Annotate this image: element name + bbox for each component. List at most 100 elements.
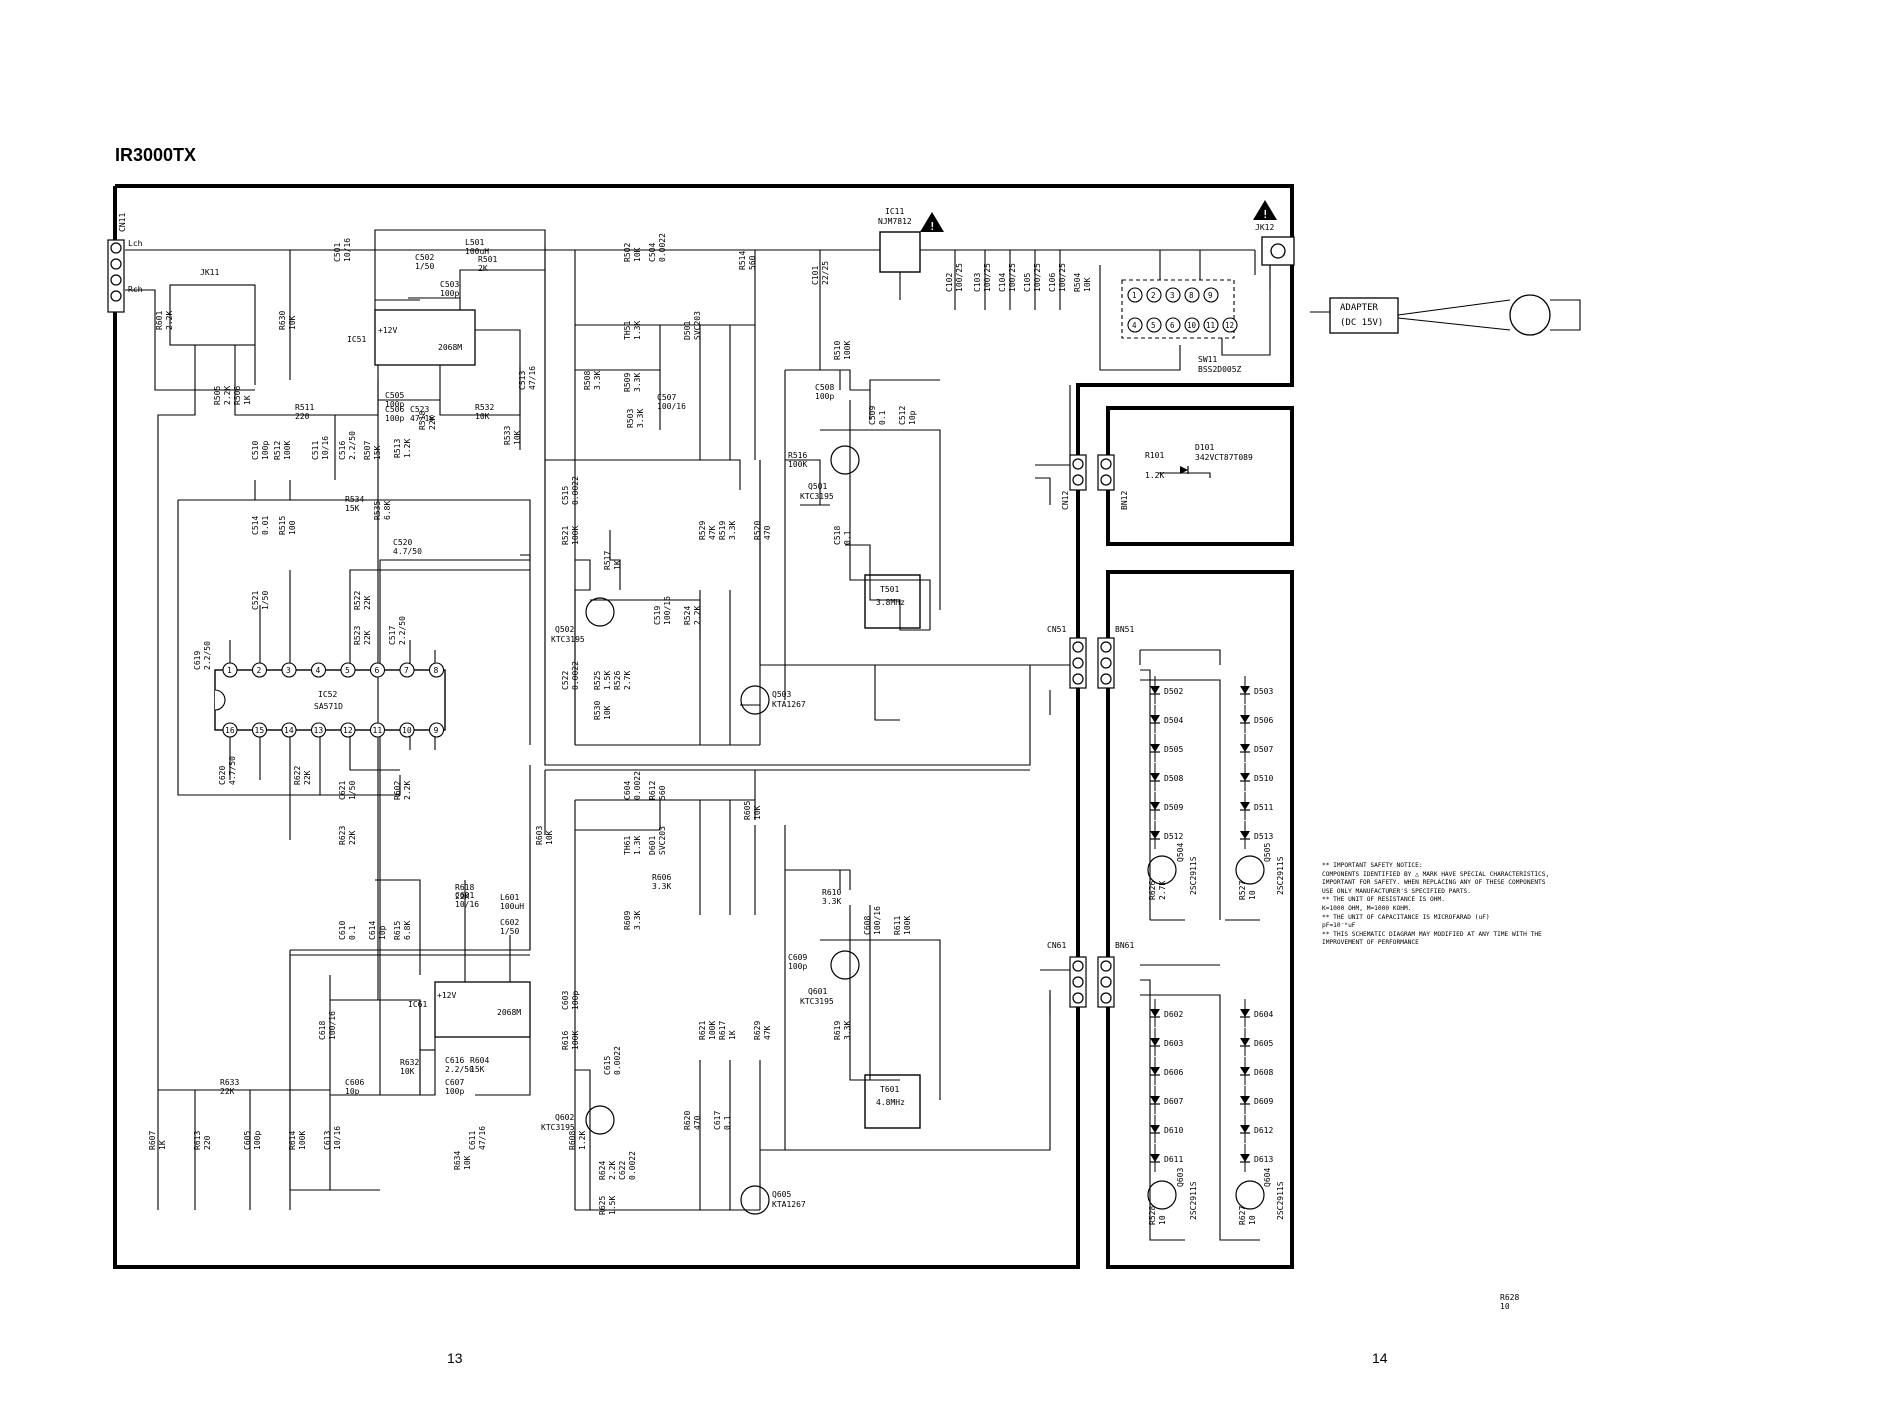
component-value: 100K — [788, 460, 807, 469]
switch-part: BSS2D005Z — [1198, 365, 1242, 374]
component-ref: R606 — [652, 873, 671, 882]
component-value: 22K — [363, 630, 372, 645]
transistor-q601-part: KTC3195 — [800, 997, 834, 1006]
ic52-pin-number: 16 — [225, 726, 235, 735]
component-value: 1.5K — [603, 671, 612, 690]
ic52-pin: 5 — [340, 662, 356, 678]
safety-note-line: ** THE UNIT OF CAPACITANCE IS MICROFARAD… — [1322, 913, 1490, 921]
led-board-top-frame — [1106, 406, 1294, 546]
ic52-part: SA571D — [314, 702, 343, 711]
component-ref: R507 — [363, 441, 372, 460]
transistor-q605-part: KTA1267 — [772, 1200, 806, 1209]
crystal-t501-freq: 3.8MHz — [876, 598, 905, 607]
ic52-pin: 3 — [281, 662, 297, 678]
switch-pin: 8 — [1184, 287, 1200, 303]
component-ref: R632 — [400, 1058, 419, 1067]
component-value: 100K — [843, 341, 852, 360]
switch-pin: 5 — [1146, 317, 1162, 333]
component-ref: R619 — [833, 1021, 842, 1040]
led-label: D613 — [1254, 1155, 1273, 1164]
component-value: 1.5K — [608, 1196, 617, 1215]
ic51-ref: IC51 — [347, 335, 366, 344]
ic61-supply: +12V — [437, 991, 456, 1000]
ic52-pin-number: 4 — [316, 666, 321, 675]
component-value: 10K — [633, 247, 642, 262]
switch-pin-number: 11 — [1206, 321, 1215, 330]
component-value: 6.8K — [403, 921, 412, 940]
component-ref: C605 — [243, 1131, 252, 1150]
component-ref: R524 — [683, 606, 692, 625]
switch-pin: 4 — [1127, 317, 1143, 333]
component-ref: R511 — [295, 403, 314, 412]
led-diode: D512 — [1150, 821, 1183, 849]
component-ref: C104 — [998, 273, 1007, 292]
led-label: D511 — [1254, 803, 1273, 812]
safety-note-line: pF=10⁻⁶uF — [1322, 922, 1356, 930]
component-value: 10 — [1248, 890, 1257, 900]
ic52-ref: IC52 — [318, 690, 337, 699]
component-ref: R610 — [822, 888, 841, 897]
led-diode: D502 — [1150, 676, 1183, 704]
transistor-q503-ref: Q503 — [772, 690, 791, 699]
component-value: 10/16 — [333, 1126, 342, 1150]
ic51-part: 2068M — [438, 343, 462, 352]
switch-pin-number: 1 — [1132, 291, 1137, 300]
bn51-label: BN51 — [1115, 625, 1134, 634]
component-value: 100p — [445, 1087, 464, 1096]
switch-pin: 9 — [1203, 287, 1219, 303]
component-value: 10K — [753, 805, 762, 820]
component-value: 10 — [1500, 1302, 1510, 1311]
component-value: SVC203 — [658, 826, 667, 855]
warning-triangle-icon: ! — [1253, 200, 1277, 221]
component-ref: R612 — [648, 781, 657, 800]
adapter-label: ADAPTER — [1340, 303, 1379, 313]
led-label: D502 — [1164, 687, 1183, 696]
component-value: 100p — [788, 962, 807, 971]
safety-note-line: COMPONENTS IDENTIFIED BY △ MARK HAVE SPE… — [1322, 870, 1550, 878]
bn12-label: BN12 — [1120, 491, 1129, 510]
component-ref: R508 — [583, 371, 592, 390]
component-value: 100K — [283, 441, 292, 460]
transistor-q601-ref: Q601 — [808, 987, 827, 996]
safety-note-line: USE ONLY MANUFACTURER'S SPECIFIED PARTS. — [1322, 887, 1472, 895]
safety-note-line: ** IMPORTANT SAFETY NOTICE: — [1322, 862, 1423, 869]
component-value: 100K — [571, 526, 580, 545]
transistor-q505-part: 2SC2911S — [1276, 856, 1285, 895]
component-ref: R512 — [273, 441, 282, 460]
switch-pin-number: 3 — [1170, 291, 1175, 300]
ic52-pin: 15 — [251, 722, 268, 738]
component-ref: C517 — [388, 626, 397, 645]
component-ref: R629 — [753, 1021, 762, 1040]
ic52-pin: 12 — [340, 722, 356, 738]
led-diode: D613 — [1240, 1144, 1273, 1172]
ic51-supply: +12V — [378, 326, 397, 335]
component-value: 22K — [363, 595, 372, 610]
ic52-pin-number: 11 — [373, 726, 383, 735]
component-ref: TH51 — [623, 321, 632, 340]
component-ref: C516 — [338, 441, 347, 460]
led-label: D510 — [1254, 774, 1273, 783]
